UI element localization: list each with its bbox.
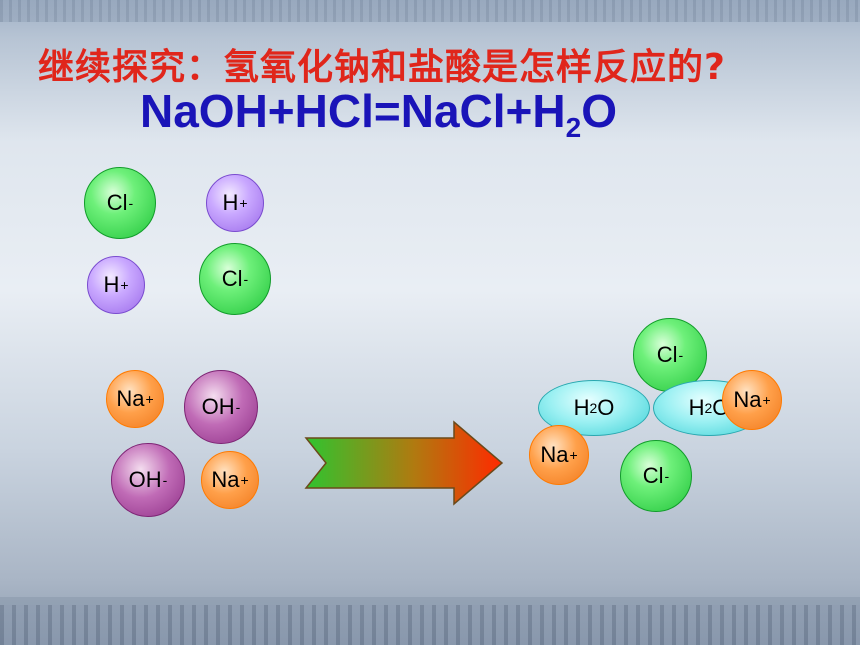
background-bottom-band: [0, 605, 860, 645]
hydrogen-ion: H+: [206, 174, 264, 232]
hydroxide-ion: OH-: [111, 443, 185, 517]
sodium-ion: Na+: [106, 370, 164, 428]
hydroxide-ion: OH-: [184, 370, 258, 444]
reaction-equation: NaOH+HCl=NaCl+H2O: [140, 84, 617, 144]
sodium-ion: Na+: [201, 451, 259, 509]
background-top-band: [0, 0, 860, 22]
sodium-ion: Na+: [722, 370, 782, 430]
chloride-ion: Cl-: [620, 440, 692, 512]
background-bottom-stripe: [0, 597, 860, 605]
chloride-ion: Cl-: [199, 243, 271, 315]
equation-subscript: 2: [565, 112, 582, 143]
equation-main: NaOH+HCl=NaCl+H: [140, 85, 566, 137]
hydrogen-ion: H+: [87, 256, 145, 314]
equation-end: O: [581, 85, 617, 137]
chloride-ion: Cl-: [633, 318, 707, 392]
reaction-arrow: [304, 420, 504, 506]
slide-title: 继续探究：氢氧化钠和盐酸是怎样反应的?: [38, 47, 726, 88]
sodium-ion: Na+: [529, 425, 589, 485]
chloride-ion: Cl-: [84, 167, 156, 239]
